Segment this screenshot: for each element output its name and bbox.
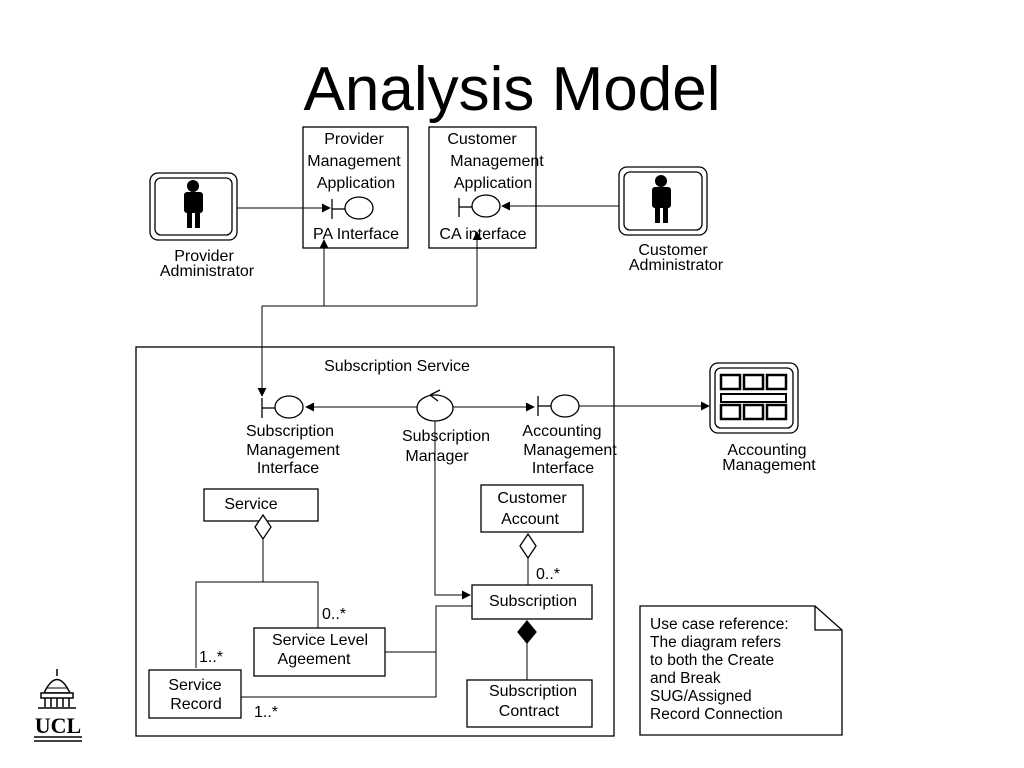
accounting-management-interface: Accounting Management Interface — [522, 394, 617, 477]
sm-interface-label-2: Management — [246, 442, 340, 459]
service-children-line — [195, 581, 319, 668]
use-case-note: Use case reference: The diagram refers t… — [639, 605, 843, 736]
subscription-contract-class: Subscription Contract — [466, 679, 593, 728]
customer-management-application: Customer Management Application CA inter… — [428, 126, 544, 249]
page-title: Analysis Model — [303, 55, 721, 124]
ucl-logo: UCL — [34, 669, 82, 742]
customer-app-label-1: Customer — [447, 131, 517, 148]
person-icon — [652, 175, 671, 223]
sla-label-2: Ageement — [278, 651, 351, 668]
customer-account-class: Customer Account — [480, 484, 584, 560]
contract-label-2: Contract — [499, 703, 560, 720]
sla-subscription-line — [385, 605, 472, 653]
subsystem-title: Subscription Service — [324, 358, 470, 375]
multiplicity-record-subscription: 1..* — [254, 704, 278, 721]
subscription-label: Subscription — [489, 593, 577, 610]
grid-system-icon — [719, 373, 788, 421]
ca-interface-icon — [458, 194, 501, 218]
sla-label-1: Service Level — [272, 632, 368, 649]
am-interface-label-2: Management — [523, 442, 617, 459]
provider-administrator-actor: Provider Administrator — [149, 172, 255, 280]
accounting-label-1: Accounting — [727, 442, 806, 459]
controller-label-2: Manager — [405, 448, 469, 465]
subscription-management-interface: Subscription Management Interface — [246, 395, 340, 477]
provider-app-label-2: Management — [307, 153, 401, 170]
multiplicity-record: 1..* — [199, 649, 223, 666]
multiplicity-account: 0..* — [536, 566, 560, 583]
provider-app-label-3: Application — [317, 175, 395, 192]
person-icon — [184, 180, 203, 228]
subscription-service-subsystem: Subscription Service Subscription Manage… — [135, 346, 617, 737]
multiplicity-sla: 0..* — [322, 606, 346, 623]
subscription-manager-controller: Subscription Manager — [402, 389, 490, 465]
note-fold-icon — [814, 606, 842, 631]
contract-label-1: Subscription — [489, 683, 577, 700]
service-class: Service — [203, 488, 319, 541]
note-line-3: to both the Create — [650, 652, 774, 669]
customer-administrator-actor: Customer Administrator — [618, 166, 724, 274]
customer-account-label-1: Customer — [497, 490, 567, 507]
customer-admin-label-1: Customer — [638, 242, 708, 259]
ucl-logo-text: UCL — [35, 713, 81, 738]
subscription-class: Subscription — [471, 584, 593, 645]
record-subscription-line — [241, 652, 437, 698]
provider-management-application: Provider Management Application PA Inter… — [302, 126, 409, 249]
ca-interface-label: CA interface — [439, 226, 526, 243]
provider-app-label-1: Provider — [324, 131, 384, 148]
sm-interface-label-1: Subscription — [246, 423, 334, 440]
aggregation-diamond-icon — [254, 513, 272, 541]
service-label: Service — [224, 496, 277, 513]
provider-admin-label-1: Provider — [174, 248, 234, 265]
service-record-label-2: Record — [170, 696, 222, 713]
note-line-4: and Break — [650, 670, 721, 687]
note-line-6: Record Connection — [650, 706, 783, 723]
controller-to-subscription-connector — [434, 421, 471, 600]
customer-account-label-2: Account — [501, 511, 559, 528]
note-line-2: The diagram refers — [650, 634, 781, 651]
am-interface-label-3: Interface — [532, 460, 594, 477]
composition-diamond-icon — [517, 619, 537, 645]
am-interface-label-1: Accounting — [522, 423, 601, 440]
service-record-label-1: Service — [168, 677, 221, 694]
sm-interface-label-3: Interface — [257, 460, 319, 477]
note-line-1: Use case reference: — [650, 616, 789, 633]
accounting-management-system: Accounting Management — [709, 362, 816, 474]
service-record-class: Service Record — [148, 669, 242, 719]
aggregation-diamond-icon — [519, 532, 537, 560]
customer-app-label-2: Management — [450, 153, 544, 170]
customer-admin-label-2: Administrator — [629, 257, 724, 274]
customer-app-label-3: Application — [454, 175, 532, 192]
service-level-agreement-class: Service Level Ageement — [253, 627, 386, 677]
note-line-5: SUG/Assigned — [650, 688, 752, 705]
controller-label-1: Subscription — [402, 428, 490, 445]
pa-interface-label: PA Interface — [313, 226, 399, 243]
provider-admin-label-2: Administrator — [160, 263, 255, 280]
pa-interface-icon — [331, 196, 374, 220]
accounting-label-2: Management — [722, 457, 816, 474]
